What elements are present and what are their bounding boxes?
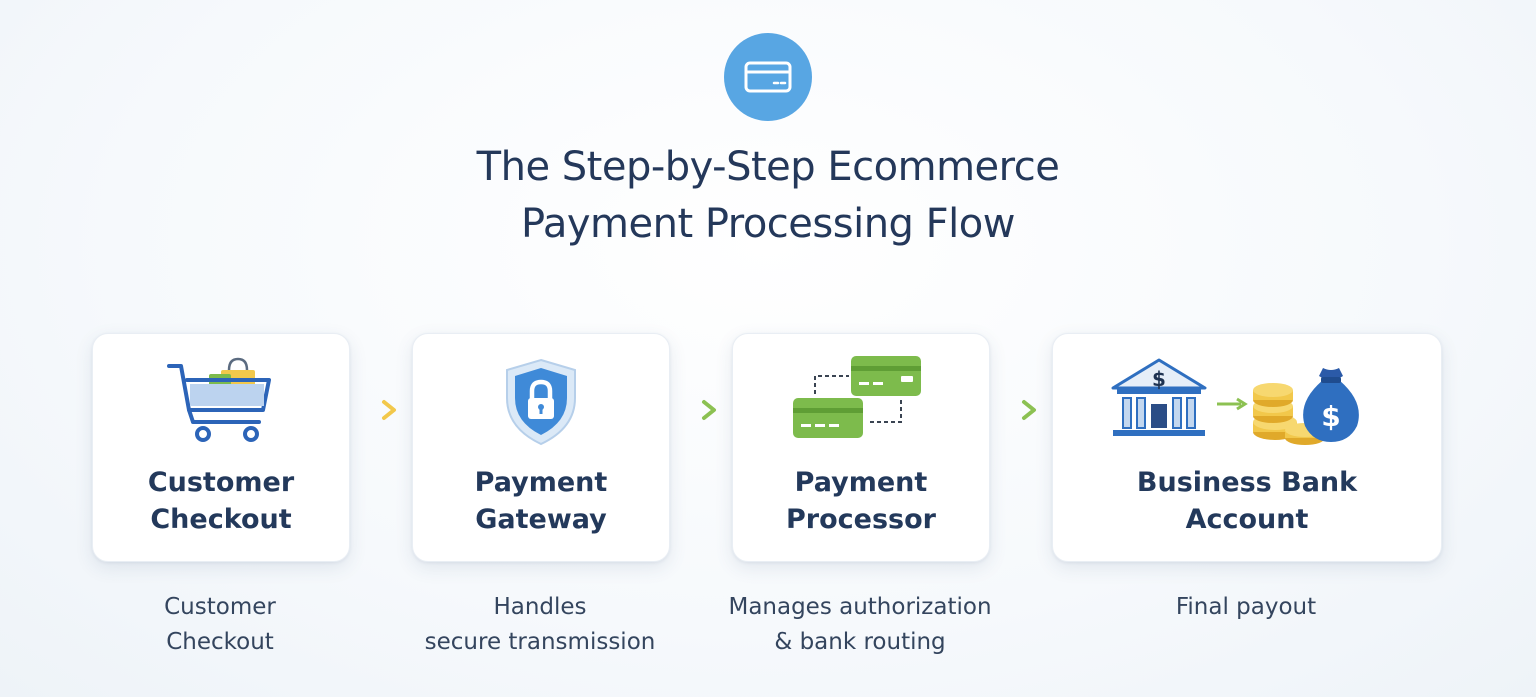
step-description: Handles secure transmission: [424, 594, 656, 655]
page-title-line-2: Payment Processing Flow: [521, 201, 1015, 247]
bank-money-icon: $ $: [1109, 352, 1385, 452]
arrow-right-icon: [996, 396, 1040, 428]
arrow-right-icon: [676, 396, 720, 428]
shopping-cart-icon: [165, 356, 277, 450]
step-title: Payment Processor: [786, 467, 936, 535]
step-card-payment-gateway: Payment Gateway: [412, 333, 670, 562]
svg-text:$: $: [1152, 367, 1166, 391]
step-description: Manages authorization & bank routing: [728, 594, 992, 655]
shield-lock-icon: [499, 356, 583, 452]
step-title: Payment Gateway: [474, 467, 608, 535]
step-title: Customer Checkout: [147, 467, 295, 535]
credit-card-icon: [724, 33, 812, 121]
step-card-payment-processor: Payment Processor: [732, 333, 990, 562]
step-description: Customer Checkout: [164, 594, 276, 655]
step-title: Business Bank Account: [1136, 467, 1358, 535]
arrow-right-icon: [356, 396, 400, 428]
step-card-customer-checkout: Customer Checkout: [92, 333, 350, 562]
svg-text:$: $: [1321, 400, 1340, 433]
card-transfer-icon: [791, 354, 925, 450]
step-card-business-bank-account: $ $ Business Bank Account: [1052, 333, 1442, 562]
step-description: Final payout: [1175, 594, 1317, 620]
page-title-line-1: The Step-by-Step Ecommerce: [476, 144, 1060, 190]
